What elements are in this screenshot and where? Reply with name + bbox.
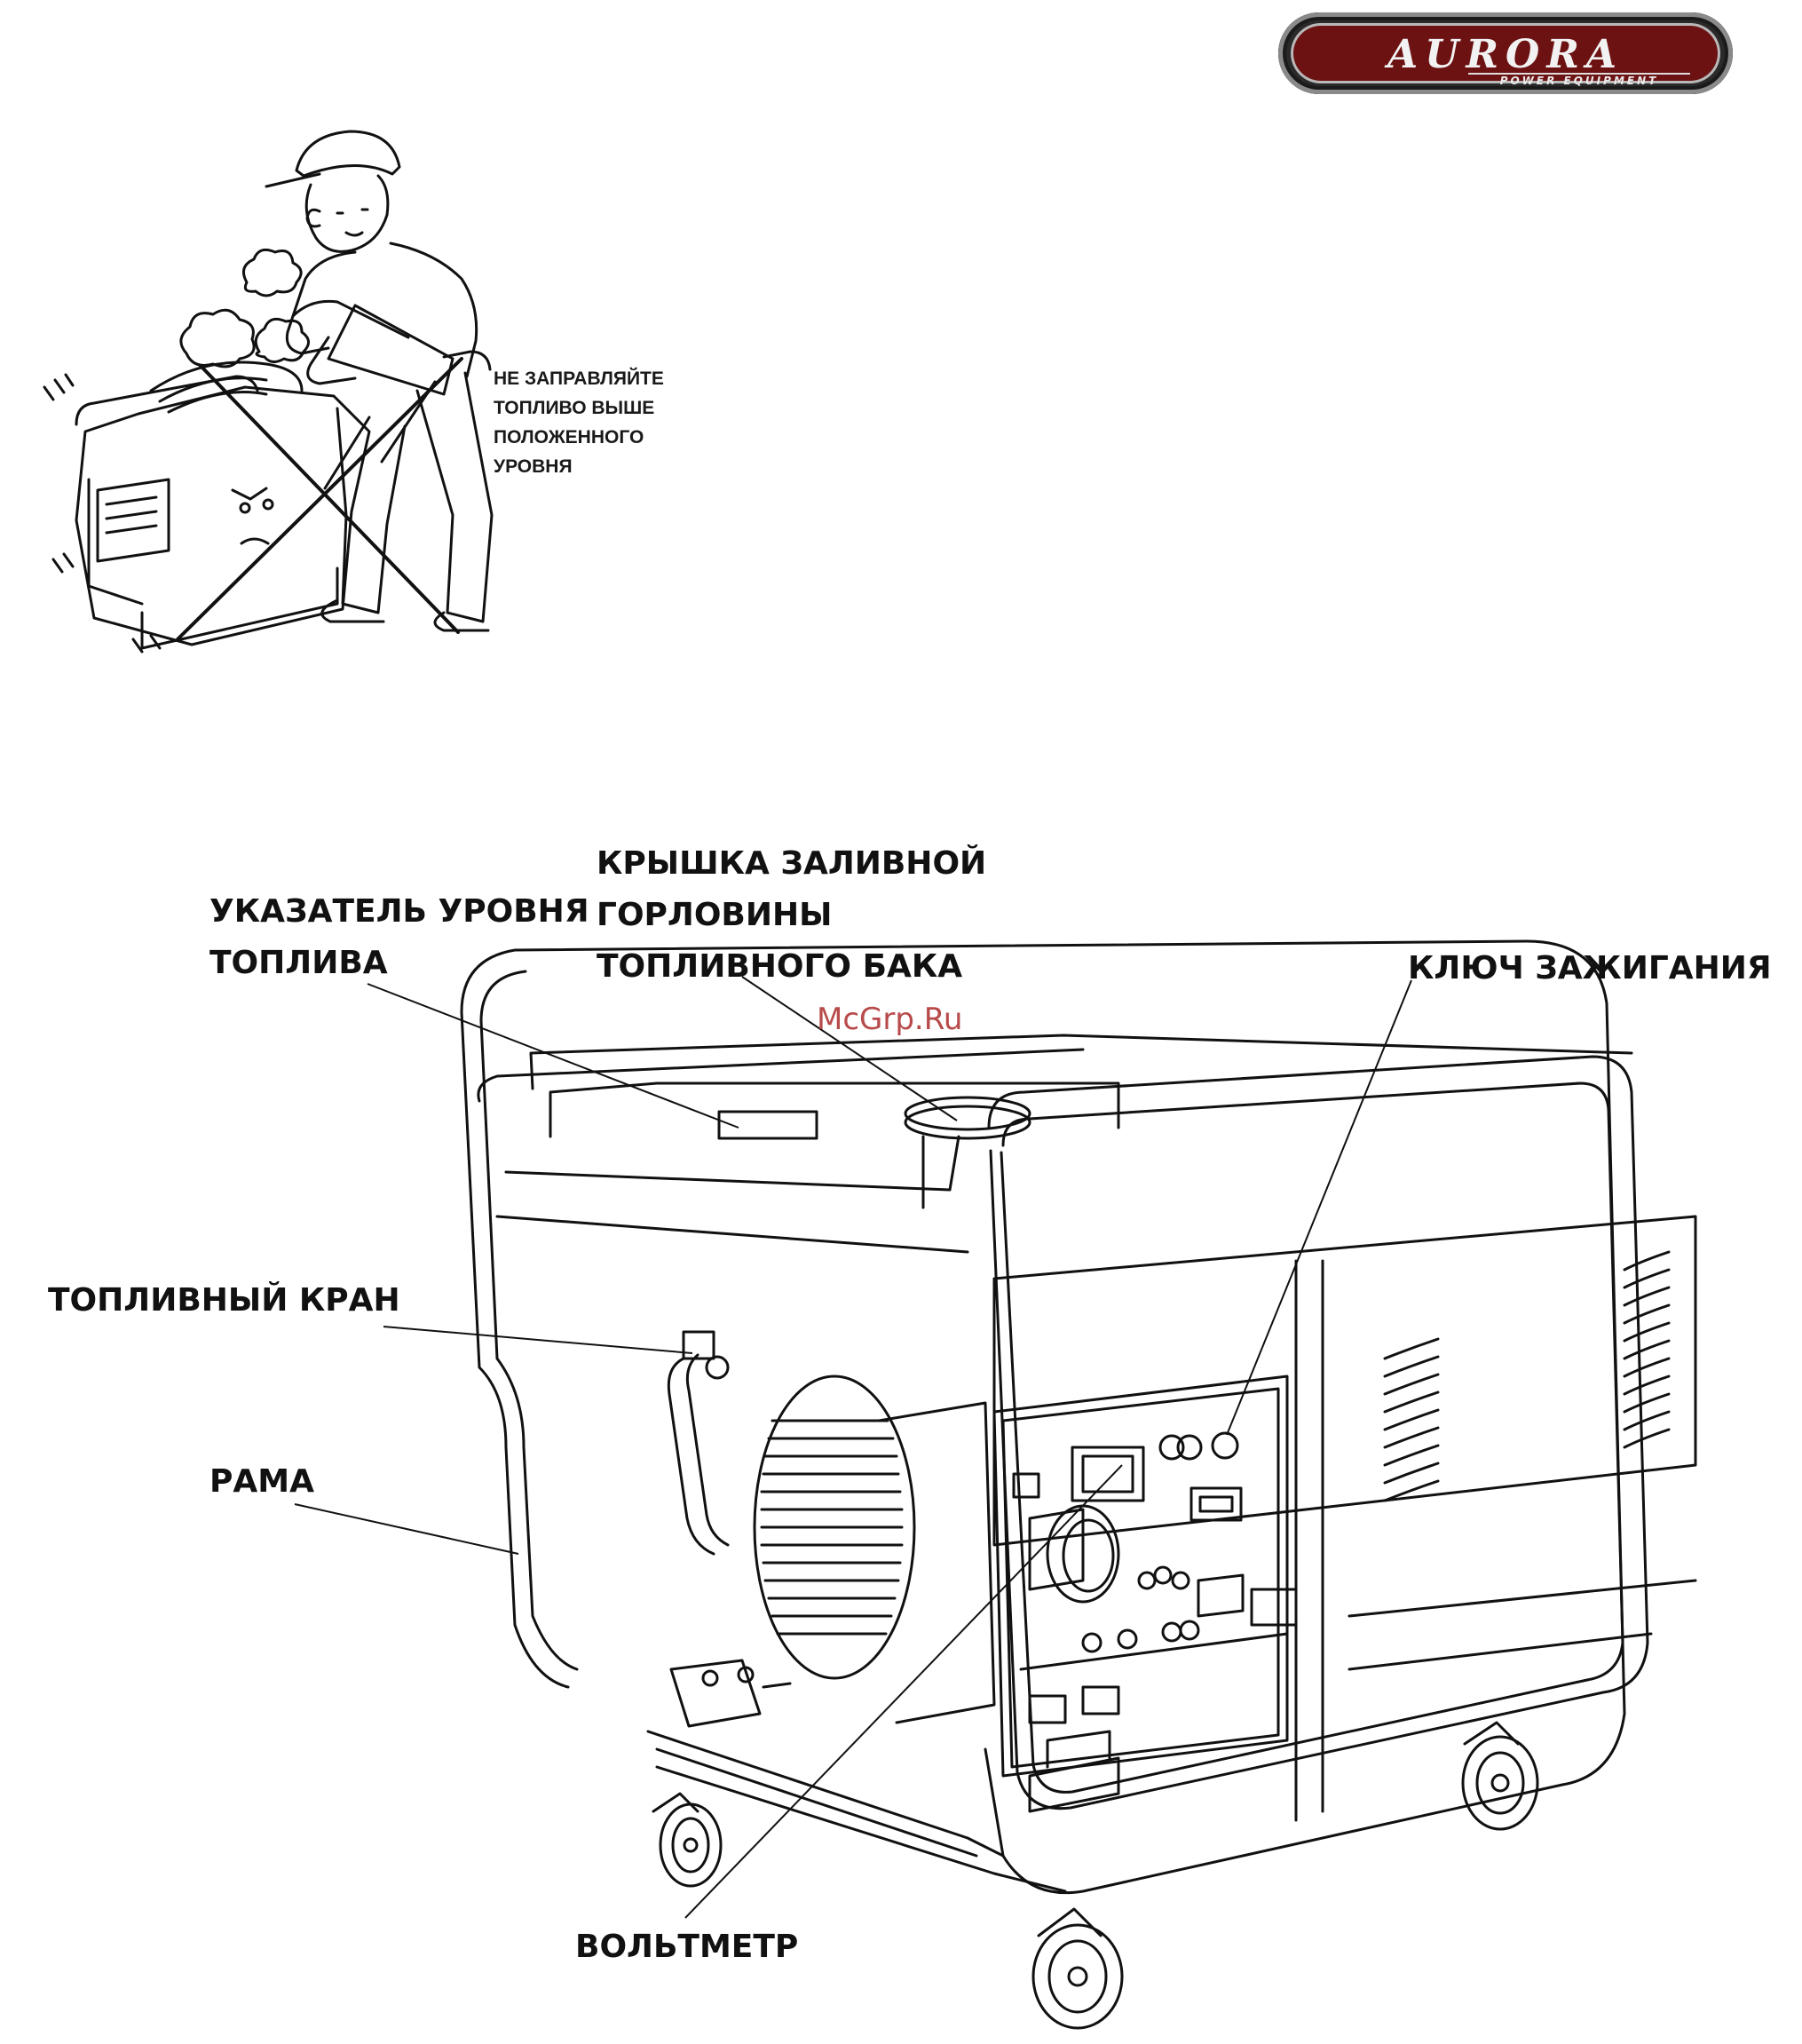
label-line: КРЫШКА ЗАЛИВНОЙ	[597, 838, 986, 890]
leader-lines	[295, 977, 1411, 1918]
leader-ignition-key	[1227, 980, 1411, 1435]
label-line: ТОПЛИВА	[209, 938, 589, 989]
label-fuel-level-indicator: УКАЗАТЕЛЬ УРОВНЯ ТОПЛИВА	[209, 886, 589, 989]
warning-line: УРОВНЯ	[494, 452, 698, 481]
leader-voltmeter	[685, 1465, 1122, 1918]
label-line: УКАЗАТЕЛЬ УРОВНЯ	[209, 886, 589, 938]
leader-filler-cap	[742, 977, 957, 1121]
label-line: ТОПЛИВНОГО БАКА	[597, 941, 986, 993]
warning-line: НЕ ЗАПРАВЛЯЙТЕ	[494, 364, 698, 393]
leader-frame	[295, 1504, 518, 1554]
warning-line: ПОЛОЖЕННОГО	[494, 423, 698, 452]
label-filler-cap: КРЫШКА ЗАЛИВНОЙ ГОРЛОВИНЫ ТОПЛИВНОГО БАК…	[597, 838, 986, 993]
watermark: McGrp.Ru	[817, 1002, 962, 1037]
refuel-warning-illustration	[44, 131, 492, 652]
leader-fuel-level	[368, 984, 739, 1128]
label-line: ГОРЛОВИНЫ	[597, 890, 986, 941]
label-fuel-valve: ТОПЛИВНЫЙ КРАН	[48, 1275, 400, 1327]
label-ignition-key: КЛЮЧ ЗАЖИГАНИЯ	[1408, 943, 1772, 994]
refuel-warning-text: НЕ ЗАПРАВЛЯЙТЕ ТОПЛИВО ВЫШЕ ПОЛОЖЕННОГО …	[494, 364, 698, 481]
warning-line: ТОПЛИВО ВЫШЕ	[494, 393, 698, 423]
vent-slots-left	[1385, 1339, 1438, 1501]
leader-fuel-valve	[383, 1327, 692, 1353]
label-voltmeter: ВОЛЬТМЕТР	[575, 1921, 798, 1973]
vent-slots-right	[1624, 1252, 1669, 1447]
label-frame: РАМА	[209, 1456, 314, 1508]
generator-drawing	[462, 941, 1695, 2028]
